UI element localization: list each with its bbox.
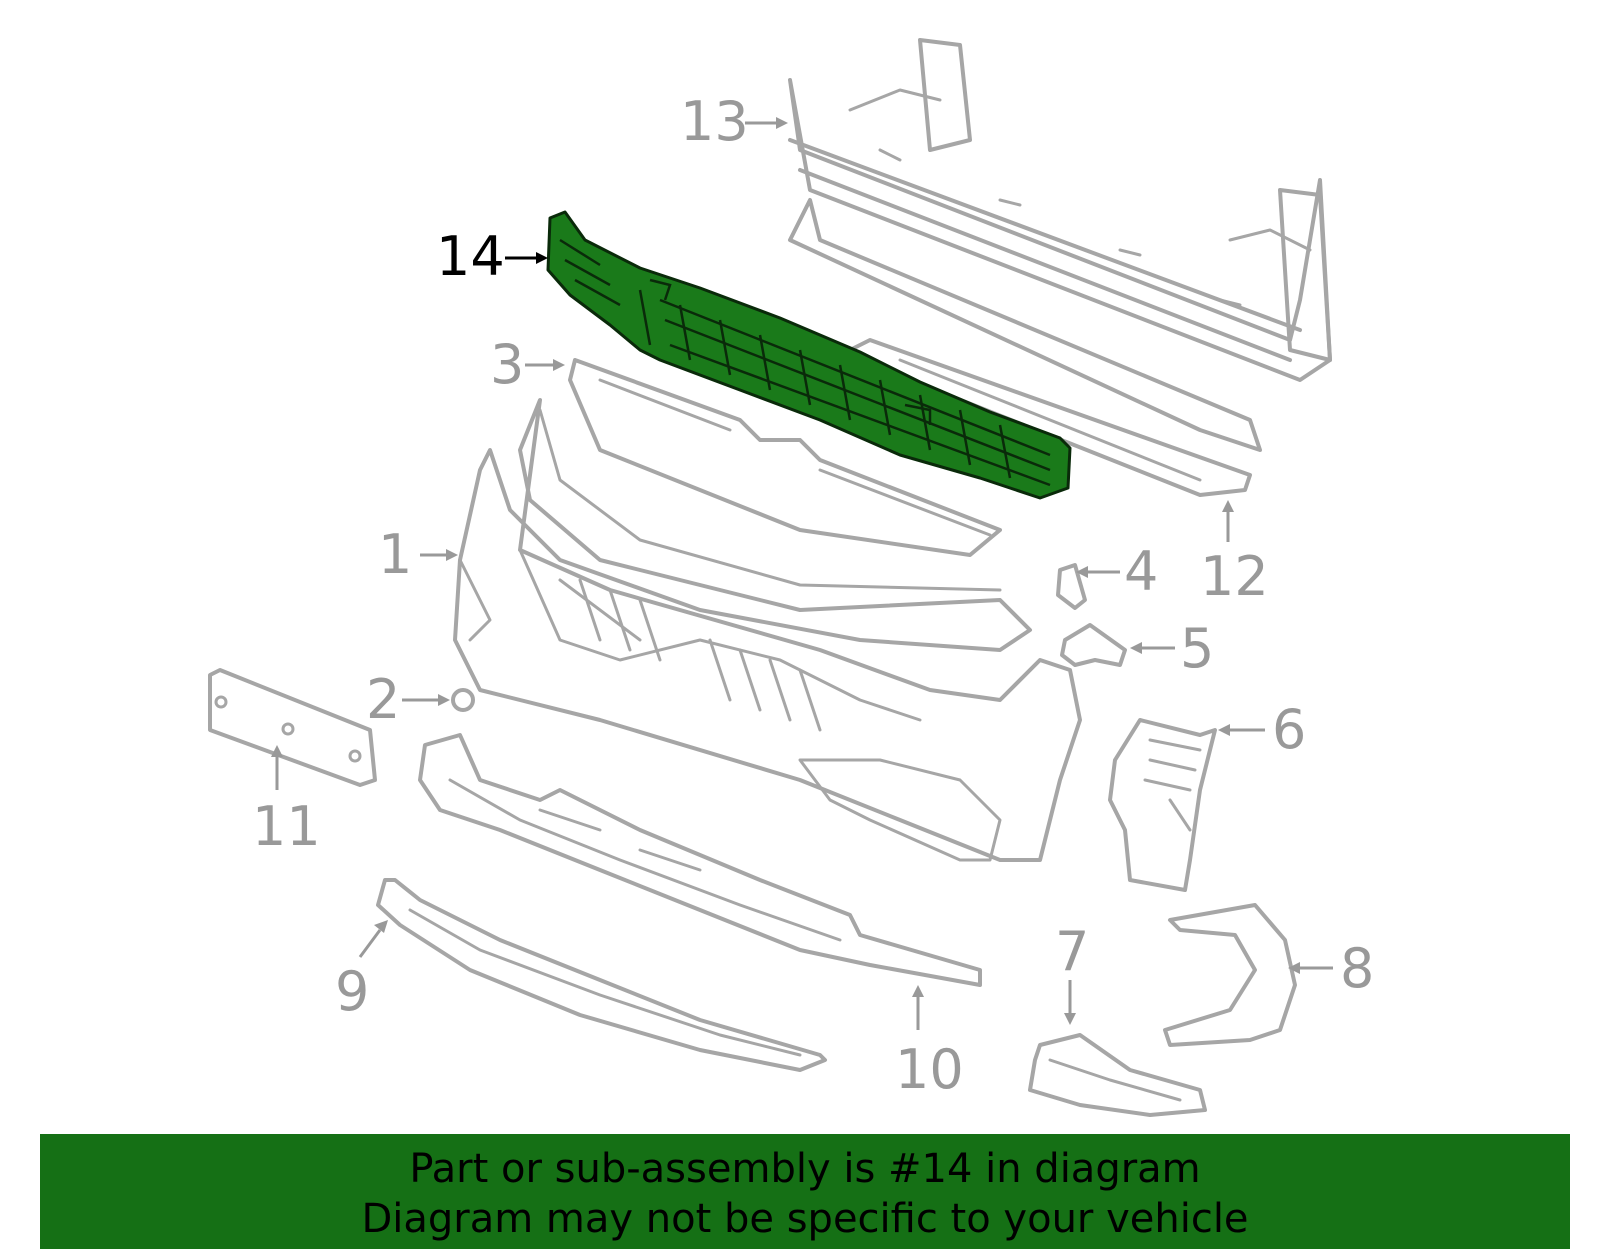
part-7-lower-trim bbox=[1028, 1033, 1207, 1117]
callout-12: 12 bbox=[1200, 545, 1269, 608]
callout-5: 5 bbox=[1180, 617, 1214, 680]
callout-4: 4 bbox=[1124, 540, 1158, 603]
part-11-license-bracket bbox=[208, 668, 377, 787]
callout-3: 3 bbox=[490, 333, 524, 396]
callout-1: 1 bbox=[378, 523, 412, 586]
callout-9: 9 bbox=[335, 960, 369, 1023]
callout-11: 11 bbox=[252, 795, 321, 858]
part-2-clip bbox=[451, 688, 475, 712]
part-13-reinforcement-frame bbox=[788, 38, 1332, 452]
callout-10: 10 bbox=[895, 1038, 964, 1101]
part-10-lower-absorber bbox=[418, 733, 982, 987]
part-8-lower-trim bbox=[1163, 903, 1297, 1047]
callout-labels: 1 2 3 4 5 6 7 8 9 10 11 12 13 14 bbox=[252, 90, 1374, 1101]
callout-8: 8 bbox=[1340, 937, 1374, 1000]
banner-line-1: Part or sub-assembly is #14 in diagram bbox=[409, 1146, 1201, 1192]
callout-14: 14 bbox=[436, 225, 505, 288]
banner-line-2: Diagram may not be specific to your vehi… bbox=[361, 1196, 1249, 1242]
part-4-bracket bbox=[1056, 563, 1087, 610]
part-1-bumper-cover bbox=[453, 398, 1082, 862]
info-banner: Part or sub-assembly is #14 in diagram D… bbox=[40, 1134, 1570, 1249]
part-9-lower-lip bbox=[376, 878, 827, 1072]
part-6-side-support bbox=[1108, 718, 1217, 892]
callout-7: 7 bbox=[1055, 920, 1089, 983]
leader-arrows bbox=[271, 117, 1333, 1030]
callout-2: 2 bbox=[366, 668, 400, 731]
callout-6: 6 bbox=[1272, 698, 1306, 761]
part-5-side-bracket bbox=[1060, 623, 1127, 667]
part-3-upper-panel bbox=[568, 358, 1002, 557]
part-14-energy-absorber bbox=[546, 210, 1072, 500]
callout-13: 13 bbox=[680, 90, 749, 153]
